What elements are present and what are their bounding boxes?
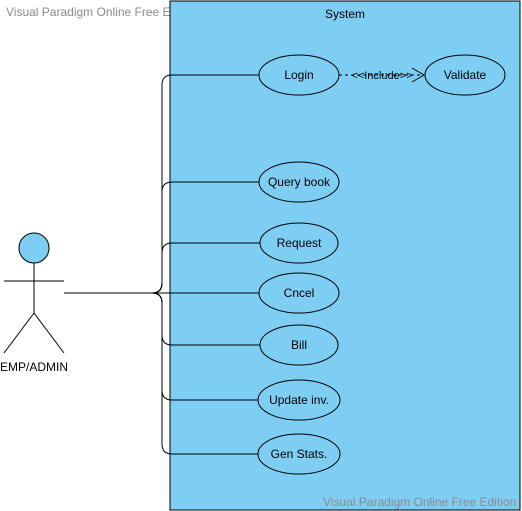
use-case-bill[interactable]: Bill (259, 324, 339, 366)
use-case-update-inv[interactable]: Update inv. (257, 379, 341, 421)
actor-label: EMP/ADMIN (0, 360, 68, 374)
use-case-query-book[interactable]: Query book (258, 161, 340, 203)
use-case-bill-label: Bill (291, 338, 307, 352)
use-case-cancel-label: Cncel (284, 286, 315, 300)
include-relation: <<Include>> (339, 67, 425, 83)
watermark-top: Visual Paradigm Online Free Edition (6, 5, 200, 19)
associations (64, 74, 260, 455)
use-case-gen-stats-label: Gen Stats. (271, 447, 328, 461)
use-case-validate[interactable]: Validate (424, 54, 506, 96)
watermark-bottom: Visual Paradigm Online Free Edition (323, 495, 517, 509)
use-case-query-book-label: Query book (268, 175, 331, 189)
system-title: System (325, 7, 365, 21)
actor-right-leg (33, 312, 65, 354)
use-case-login[interactable]: Login (258, 54, 340, 96)
use-case-login-label: Login (284, 68, 313, 82)
association-gen-stats (64, 292, 258, 455)
association-request (64, 242, 260, 294)
include-label: <<Include>> (351, 70, 412, 82)
use-case-request-label: Request (277, 236, 322, 250)
actor-left-leg (3, 312, 35, 354)
actor-head (18, 232, 50, 264)
use-case-update-inv-label: Update inv. (269, 393, 329, 407)
use-case-gen-stats[interactable]: Gen Stats. (257, 433, 341, 475)
include-arrowhead (411, 67, 425, 83)
use-case-request[interactable]: Request (259, 222, 339, 264)
actor-emp-admin[interactable] (3, 232, 65, 354)
use-case-cancel[interactable]: Cncel (258, 272, 340, 314)
use-case-validate-label: Validate (444, 68, 487, 82)
